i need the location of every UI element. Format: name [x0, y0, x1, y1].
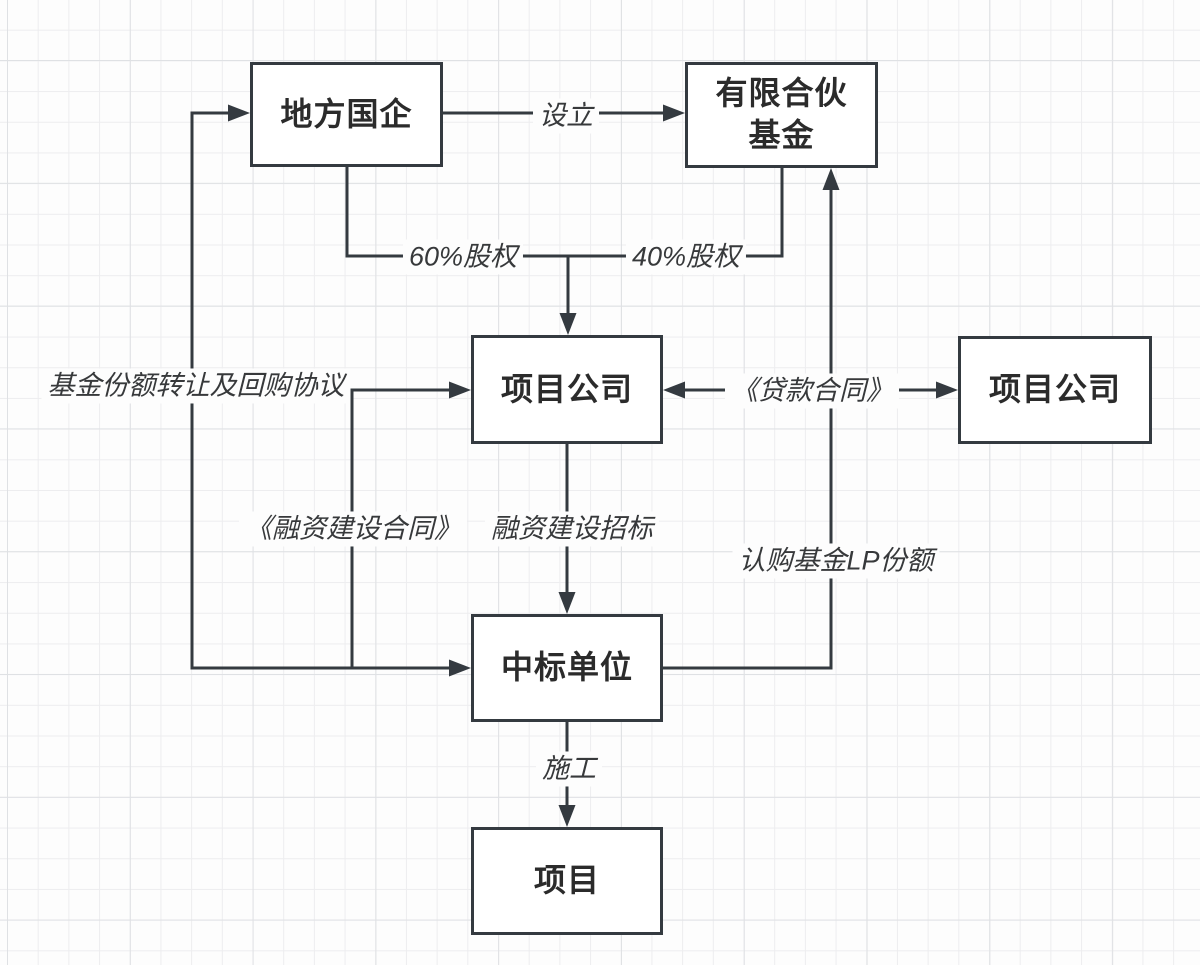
arrowhead-into-winning-bidder-top	[558, 592, 576, 614]
edge-subscribe-lp-line	[663, 190, 833, 670]
node-project: 项目	[471, 827, 663, 935]
edge-label-subscribe-fund-lp-share: 认购基金LP份额	[732, 543, 940, 579]
arrowhead-into-lp-fund-left	[663, 104, 685, 122]
arrowhead-loan-left	[663, 381, 685, 399]
node-project-company-mid-label: 项目公司	[500, 370, 633, 407]
node-project-label: 项目	[533, 862, 600, 899]
edge-fund-share-branch-line	[350, 388, 449, 668]
node-local-soe: 地方国企	[250, 62, 443, 167]
edge-label-equity-40: 40%股权	[625, 239, 747, 275]
node-project-company-mid: 项目公司	[471, 335, 663, 444]
node-local-soe-label: 地方国企	[280, 95, 413, 132]
arrowhead-loan-right	[936, 381, 958, 399]
edge-label-financing-construction-bidding: 融资建设招标	[485, 511, 659, 547]
node-project-company-right: 项目公司	[958, 336, 1152, 444]
edge-label-financing-construction-contract: 《融资建设合同》	[239, 511, 467, 547]
edge-label-construction: 施工	[536, 751, 602, 787]
node-lp-fund: 有限合伙 基金	[685, 62, 878, 168]
node-lp-fund-label: 有限合伙 基金	[715, 75, 848, 153]
arrowhead-into-project-top	[558, 805, 576, 827]
node-winning-bidder-label: 中标单位	[500, 649, 633, 686]
arrowhead-into-local-soe-left	[228, 104, 250, 122]
arrowhead-into-winning-bidder-left	[449, 659, 471, 677]
arrowhead-into-project-company-top	[559, 313, 577, 335]
edge-label-fund-share-transfer: 基金份额转让及回购协议	[41, 368, 351, 404]
node-project-company-right-label: 项目公司	[988, 371, 1121, 408]
edge-label-loan-contract: 《贷款合同》	[725, 373, 899, 409]
edge-label-equity-60: 60%股权	[402, 239, 524, 275]
edge-label-establish: 设立	[533, 98, 599, 134]
node-winning-bidder: 中标单位	[471, 614, 663, 722]
edge-equity-split-line	[345, 167, 784, 258]
arrowhead-into-project-company-left	[449, 381, 471, 399]
arrowhead-into-lp-fund-bottom	[822, 168, 840, 190]
